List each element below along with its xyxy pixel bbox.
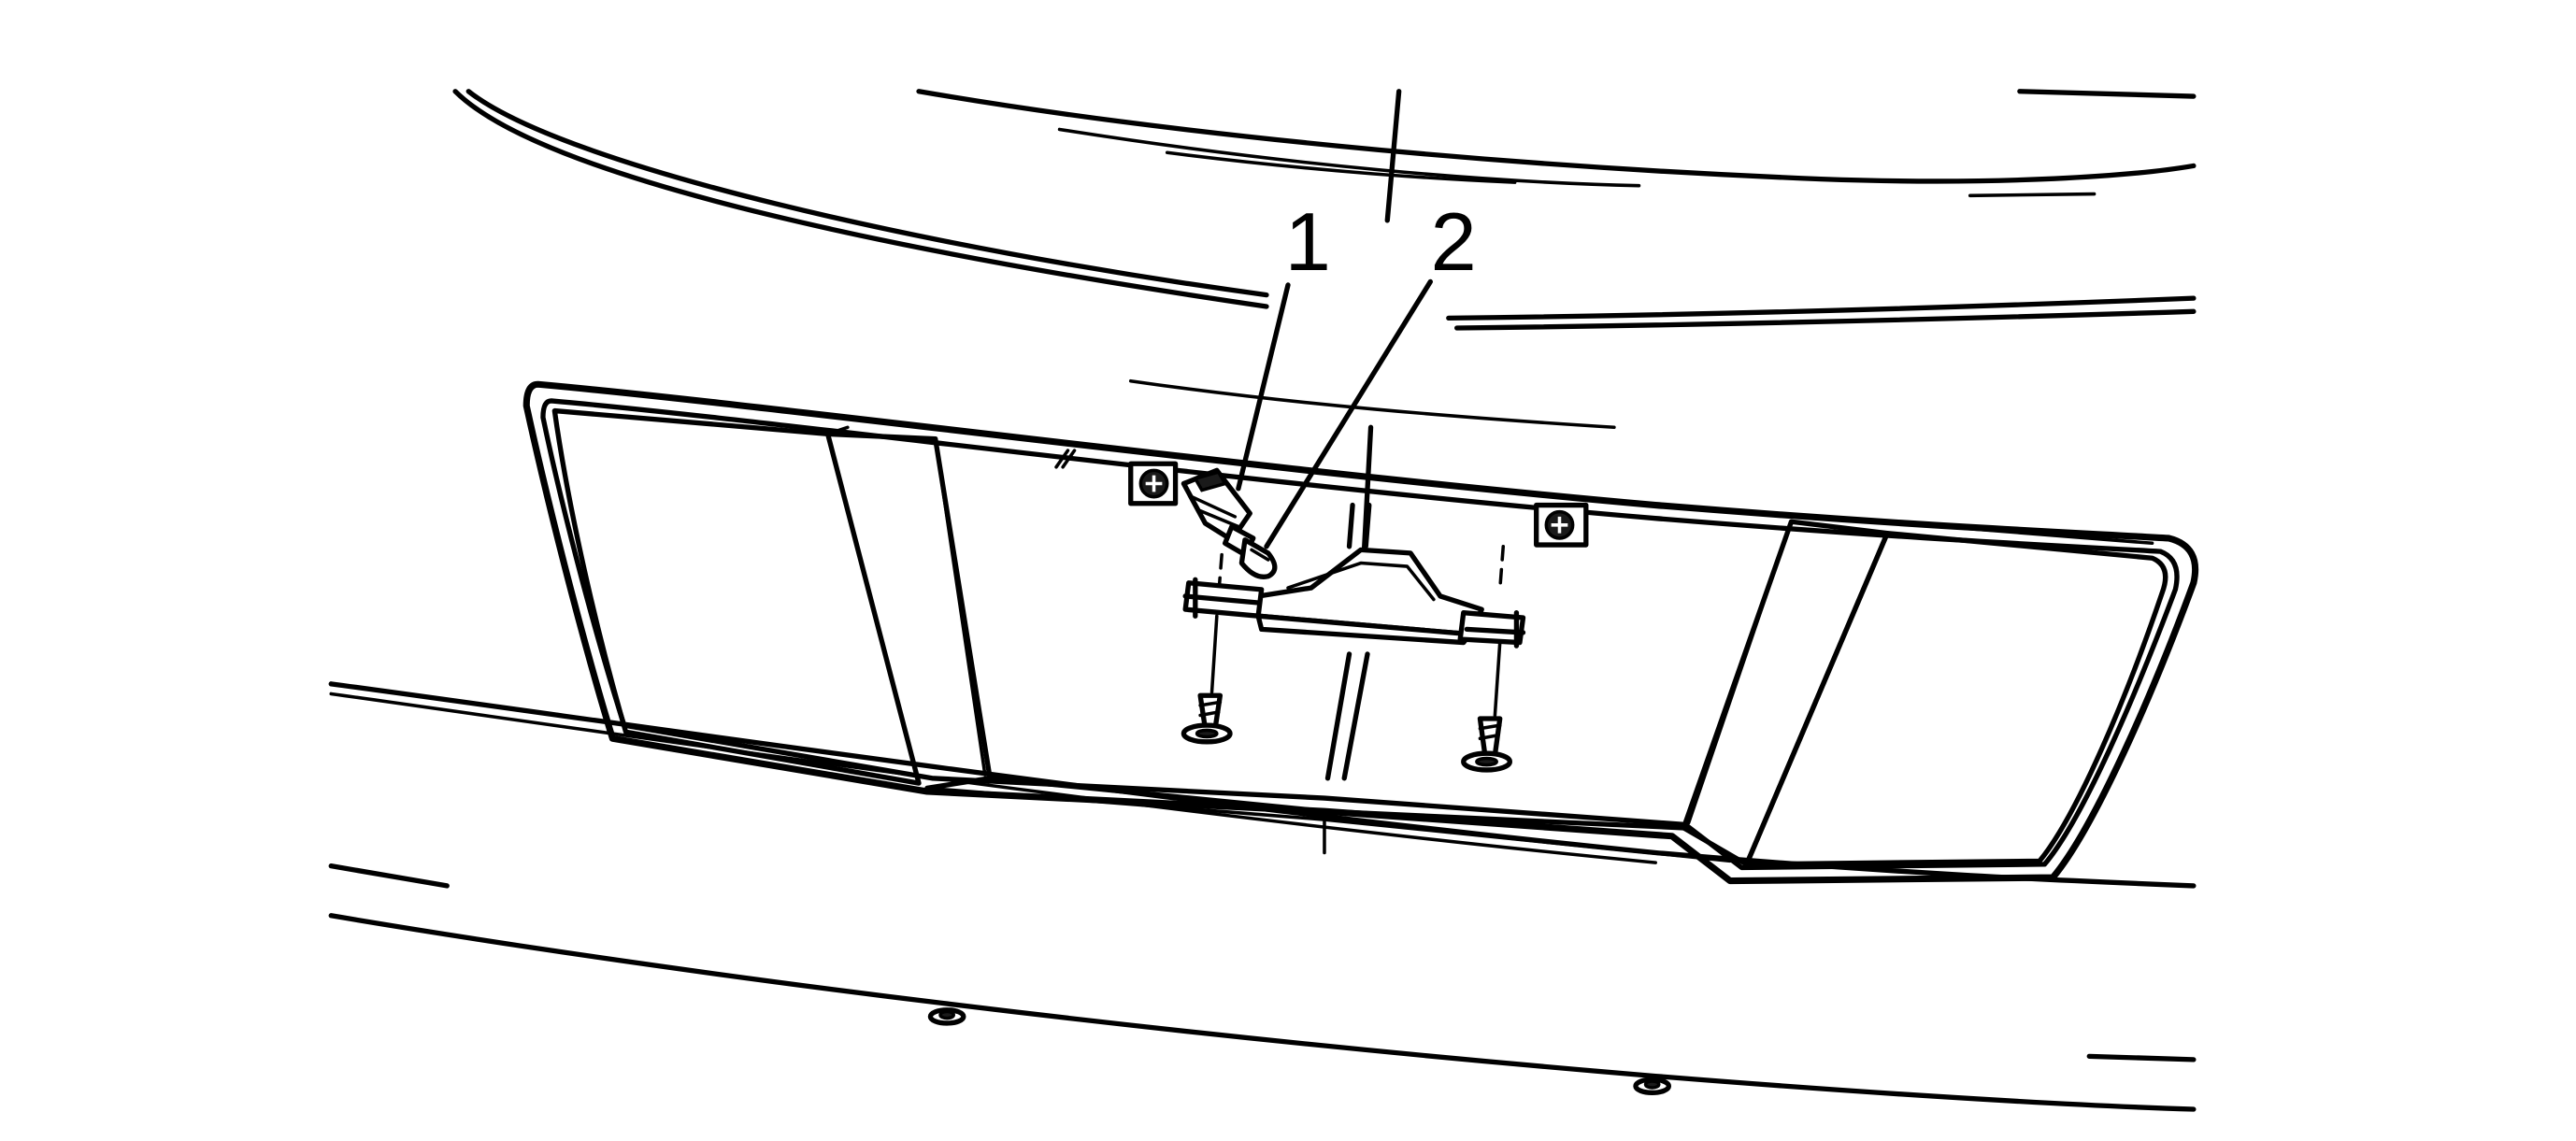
callout-1: 1 <box>1236 195 1331 492</box>
upper-body-contours <box>452 89 2197 430</box>
license-lamp-bulb <box>1238 537 1278 579</box>
screw-right <box>1461 716 1512 773</box>
callout-2: 2 <box>1264 195 1477 549</box>
mounting-boss-right <box>1534 502 1589 548</box>
callout-2-leader <box>1264 278 1433 549</box>
screw-left <box>1181 692 1233 745</box>
bumper-contours <box>328 681 2197 1112</box>
callout-1-leader <box>1236 282 1291 492</box>
mounting-boss-left <box>1128 461 1179 506</box>
callout-1-label: 1 <box>1285 195 1331 288</box>
callout-2-label: 2 <box>1430 195 1476 288</box>
lamp-housing <box>1182 547 1526 649</box>
